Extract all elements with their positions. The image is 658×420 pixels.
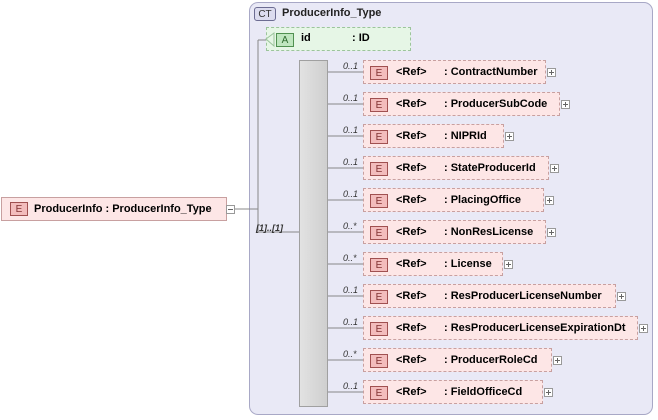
child-ref-label: <Ref> — [396, 354, 427, 366]
child-ref-label: <Ref> — [396, 66, 427, 78]
root-element-box[interactable]: E ProducerInfo : ProducerInfo_Type — [1, 197, 227, 221]
element-badge: E — [370, 386, 388, 400]
expand-icon[interactable] — [544, 388, 553, 397]
child-element-name: : ProducerRoleCd — [444, 354, 538, 366]
child-cardinality: 0..* — [343, 221, 357, 231]
complex-type-badge: CT — [254, 7, 276, 21]
child-cardinality: 0..1 — [343, 61, 359, 71]
expand-icon[interactable] — [550, 164, 559, 173]
child-element-box[interactable]: E <Ref> : FieldOfficeCd — [363, 380, 543, 404]
root-element-label: ProducerInfo : ProducerInfo_Type — [34, 203, 212, 215]
element-badge: E — [370, 290, 388, 304]
child-cardinality: 0..1 — [343, 189, 359, 199]
element-badge: E — [370, 194, 388, 208]
element-badge: E — [370, 130, 388, 144]
sequence-cardinality: [1]..[1] — [256, 223, 283, 233]
child-cardinality: 0..1 — [343, 125, 359, 135]
child-ref-label: <Ref> — [396, 194, 427, 206]
child-element-name: : NonResLicense — [444, 226, 534, 238]
collapse-icon[interactable] — [226, 205, 235, 214]
element-badge: E — [370, 226, 388, 240]
child-element-name: : ProducerSubCode — [444, 98, 548, 110]
child-cardinality: 0..1 — [343, 381, 359, 391]
child-element-box[interactable]: E <Ref> : ResProducerLicenseNumber — [363, 284, 616, 308]
child-element-box[interactable]: E <Ref> : NonResLicense — [363, 220, 546, 244]
child-element-box[interactable]: E <Ref> : ProducerRoleCd — [363, 348, 552, 372]
child-cardinality: 0..1 — [343, 317, 359, 327]
expand-icon[interactable] — [553, 356, 562, 365]
child-element-name: : PlacingOffice — [444, 194, 522, 206]
expand-icon[interactable] — [639, 324, 648, 333]
element-badge: E — [370, 258, 388, 272]
attribute-badge: A — [276, 33, 294, 47]
child-ref-label: <Ref> — [396, 226, 427, 238]
child-cardinality: 0..1 — [343, 285, 359, 295]
child-element-box[interactable]: E <Ref> : License — [363, 252, 503, 276]
child-ref-label: <Ref> — [396, 322, 427, 334]
expand-icon[interactable] — [545, 196, 554, 205]
child-element-name: : FieldOfficeCd — [444, 386, 523, 398]
child-element-box[interactable]: E <Ref> : NIPRId — [363, 124, 504, 148]
complex-type-title: ProducerInfo_Type — [282, 7, 382, 19]
expand-icon[interactable] — [561, 100, 570, 109]
expand-icon[interactable] — [547, 228, 556, 237]
child-cardinality: 0..1 — [343, 93, 359, 103]
child-element-box[interactable]: E <Ref> : StateProducerId — [363, 156, 549, 180]
child-element-box[interactable]: E <Ref> : PlacingOffice — [363, 188, 544, 212]
child-cardinality: 0..* — [343, 253, 357, 263]
element-badge: E — [370, 66, 388, 80]
child-element-name: : StateProducerId — [444, 162, 536, 174]
child-element-box[interactable]: E <Ref> : ProducerSubCode — [363, 92, 560, 116]
child-element-name: : License — [444, 258, 492, 270]
child-element-box[interactable]: E <Ref> : ContractNumber — [363, 60, 546, 84]
child-element-name: : ResProducerLicenseExpirationDt — [444, 322, 626, 334]
sequence-compositor[interactable] — [299, 60, 328, 407]
child-cardinality: 0..1 — [343, 157, 359, 167]
expand-icon[interactable] — [505, 132, 514, 141]
element-badge: E — [370, 98, 388, 112]
expand-icon[interactable] — [504, 260, 513, 269]
child-ref-label: <Ref> — [396, 98, 427, 110]
child-cardinality: 0..* — [343, 349, 357, 359]
element-badge: E — [370, 354, 388, 368]
attribute-type: : ID — [352, 32, 370, 44]
child-ref-label: <Ref> — [396, 258, 427, 270]
child-element-name: : ResProducerLicenseNumber — [444, 290, 602, 302]
attribute-name: id — [301, 32, 311, 44]
child-ref-label: <Ref> — [396, 290, 427, 302]
element-badge: E — [10, 202, 28, 216]
child-ref-label: <Ref> — [396, 162, 427, 174]
child-element-box[interactable]: E <Ref> : ResProducerLicenseExpirationDt — [363, 316, 638, 340]
expand-icon[interactable] — [617, 292, 626, 301]
child-ref-label: <Ref> — [396, 130, 427, 142]
element-badge: E — [370, 162, 388, 176]
expand-icon[interactable] — [547, 68, 556, 77]
child-element-name: : NIPRId — [444, 130, 487, 142]
child-element-name: : ContractNumber — [444, 66, 538, 78]
child-ref-label: <Ref> — [396, 386, 427, 398]
element-badge: E — [370, 322, 388, 336]
